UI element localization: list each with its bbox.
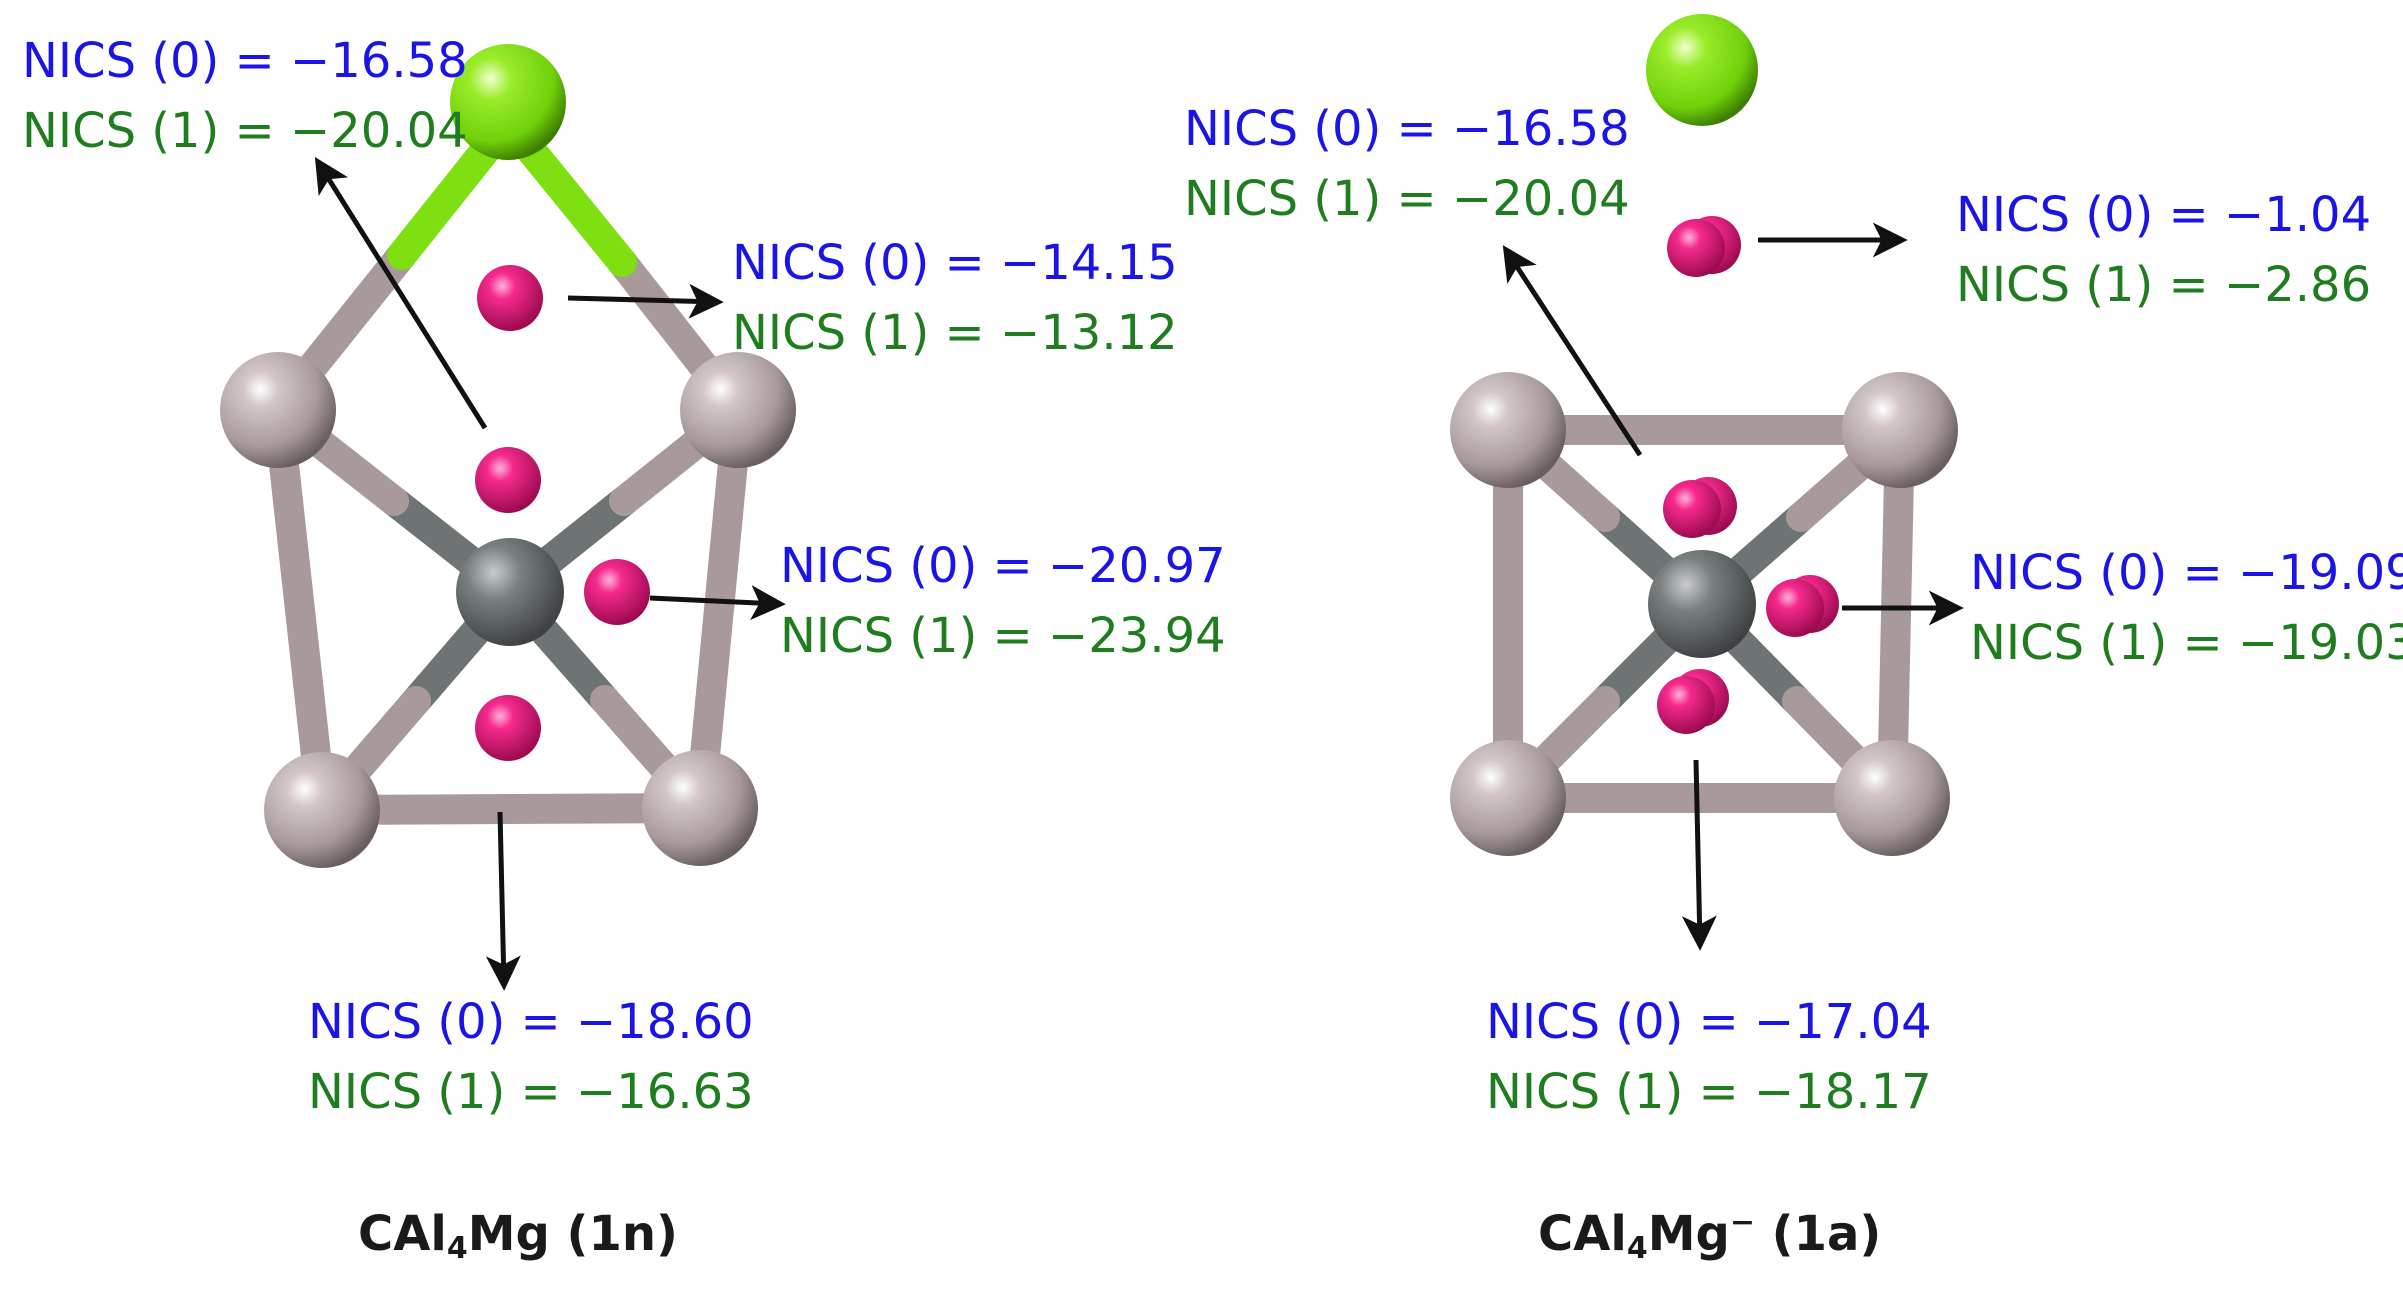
al-atom [1842, 372, 1958, 488]
left-atoms [220, 44, 796, 868]
nics0-value: NICS (0) = −14.15 [732, 235, 1178, 291]
caption-pre: CAl [358, 1206, 447, 1262]
ghost-atom [1667, 219, 1725, 277]
nics-label-left-upper-ring: NICS (0) = −14.15 NICS (1) = −13.12 [732, 228, 1178, 368]
al-atom [1450, 372, 1566, 488]
al-atom [1834, 740, 1950, 856]
nics0-value: NICS (0) = −20.97 [780, 538, 1226, 594]
caption-mid: Mg [1647, 1206, 1730, 1262]
arrow [485, 811, 521, 991]
mg-atom [450, 44, 566, 160]
arrow [1502, 245, 1643, 457]
mg-atom [1646, 14, 1758, 126]
nics1-value: NICS (1) = −20.04 [1184, 171, 1630, 227]
caption-sub: 4 [1626, 1231, 1648, 1266]
nics-label-left-right-ring: NICS (0) = −20.97 NICS (1) = −23.94 [780, 531, 1226, 671]
nics1-value: NICS (1) = −18.17 [1486, 1064, 1932, 1120]
nics0-value: NICS (0) = −17.04 [1486, 994, 1932, 1050]
ghost-atom [475, 695, 541, 761]
left-arrows [314, 157, 786, 991]
caption-post: (1n) [549, 1206, 678, 1262]
arrow [1681, 759, 1717, 951]
nics1-value: NICS (1) = −23.94 [780, 608, 1226, 664]
arrow [567, 283, 724, 319]
nics-label-left-bottom-ring: NICS (0) = −18.60 NICS (1) = −16.63 [308, 987, 754, 1127]
nics-label-right-top-ring: NICS (0) = −16.58 NICS (1) = −20.04 [1184, 94, 1630, 234]
nics1-value: NICS (1) = −19.03 [1970, 615, 2403, 671]
nics0-value: NICS (0) = −1.04 [1956, 187, 2372, 243]
c-atom [1648, 550, 1756, 658]
ghost-atom [475, 447, 541, 513]
ghost-atom [1766, 579, 1824, 637]
ghost-atom [584, 559, 650, 625]
arrow [649, 585, 786, 621]
caption-sub: 4 [446, 1231, 468, 1266]
caption-pre: CAl [1538, 1206, 1627, 1262]
caption-mid: Mg [467, 1206, 550, 1262]
caption-right: CAl4Mg− (1a) [1538, 1205, 1881, 1266]
right-arrows [1502, 222, 1964, 951]
arrow [314, 157, 488, 430]
nics0-value: NICS (0) = −19.09 [1970, 545, 2403, 601]
ghost-atom [1663, 480, 1721, 538]
caption-sup: − [1729, 1205, 1755, 1240]
al-atom [1450, 740, 1566, 856]
nics0-value: NICS (0) = −18.60 [308, 994, 754, 1050]
al-atom [642, 750, 758, 866]
al-atom [680, 352, 796, 468]
nics1-value: NICS (1) = −16.63 [308, 1064, 754, 1120]
nics0-value: NICS (0) = −16.58 [1184, 101, 1630, 157]
ghost-atom [1657, 676, 1715, 734]
nics1-value: NICS (1) = −13.12 [732, 305, 1178, 361]
nics-label-right-mg-point: NICS (0) = −1.04 NICS (1) = −2.86 [1956, 180, 2371, 320]
nics-label-right-right-ring: NICS (0) = −19.09 NICS (1) = −19.03 [1970, 538, 2403, 678]
nics1-value: NICS (1) = −20.04 [22, 103, 468, 159]
c-atom [456, 538, 564, 646]
nics1-value: NICS (1) = −2.86 [1956, 257, 2372, 313]
nics-label-right-bottom-ring: NICS (0) = −17.04 NICS (1) = −18.17 [1486, 987, 1932, 1127]
caption-post: (1a) [1754, 1206, 1882, 1262]
caption-left: CAl4Mg (1n) [358, 1205, 678, 1266]
nics-label-left-mg-ring: NICS (0) = −16.58 NICS (1) = −20.04 [22, 26, 468, 166]
right-atoms [1450, 14, 1958, 856]
al-atom [220, 352, 336, 468]
ghost-atom [477, 265, 543, 331]
al-atom [264, 752, 380, 868]
nics0-value: NICS (0) = −16.58 [22, 33, 468, 89]
